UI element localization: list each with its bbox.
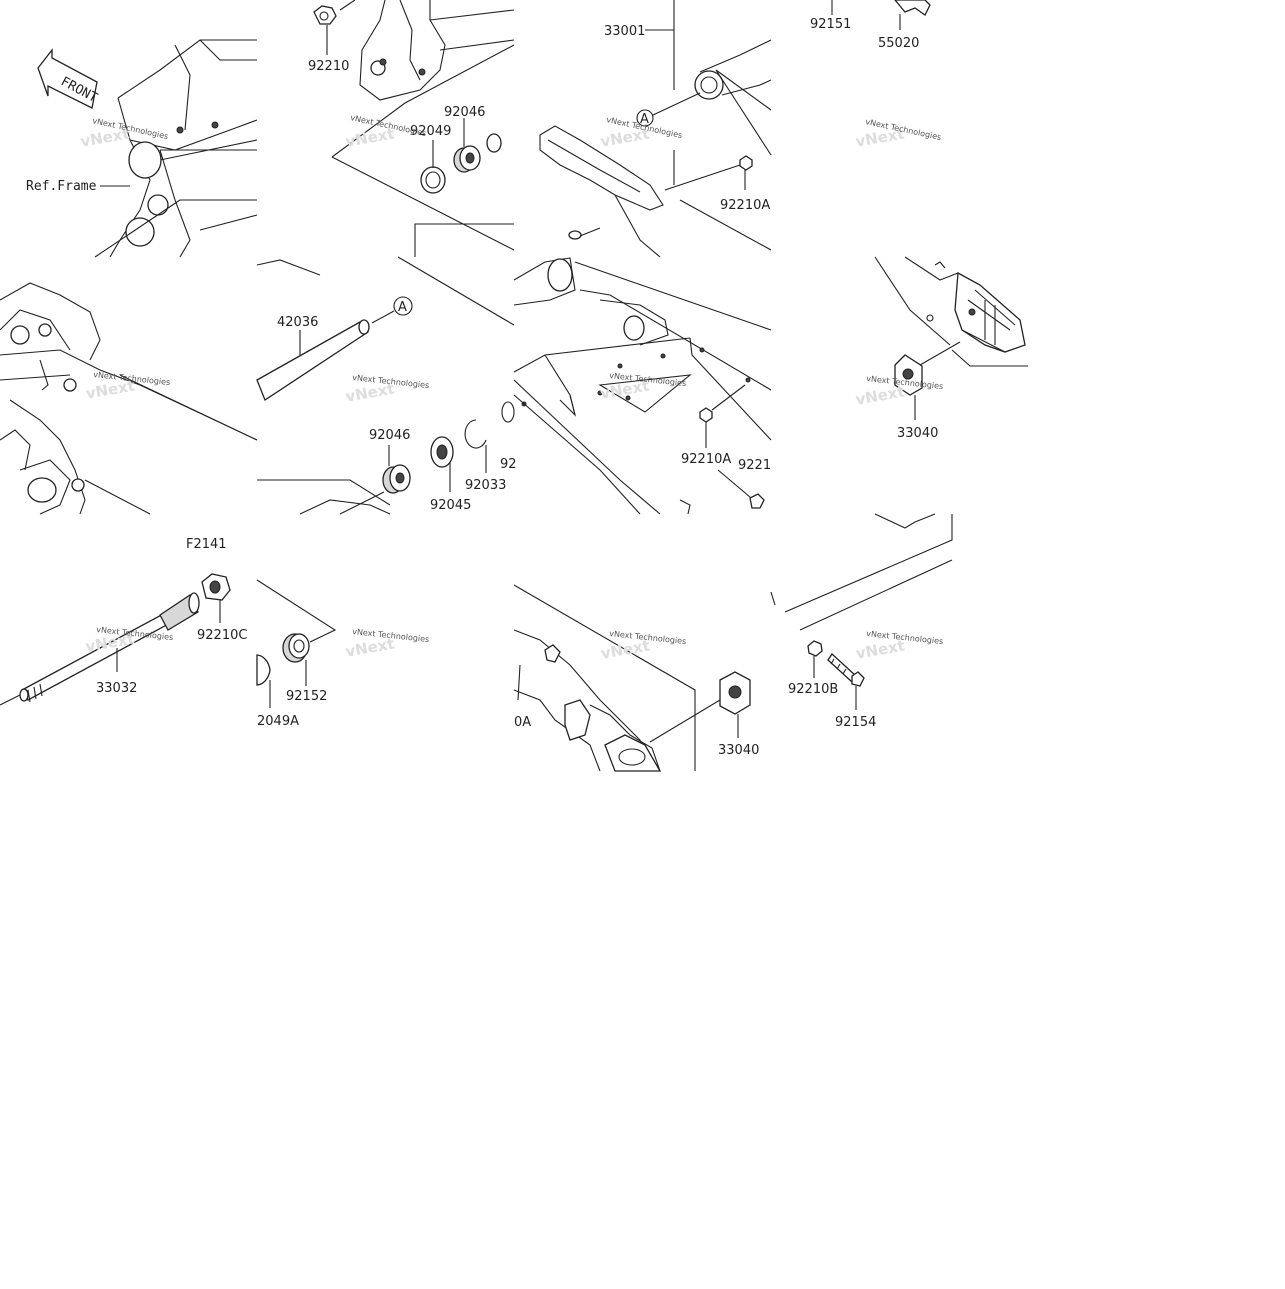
part-label-33032: 33032 [96, 681, 137, 696]
adjuster-33040-right-icon [894, 354, 923, 396]
collar-92152-icon [282, 633, 310, 663]
swingarm-tail [770, 513, 953, 631]
bolt-92154-icon [827, 653, 865, 687]
frame-upper-left [94, 39, 258, 258]
part-label-92-partial: 92 [500, 457, 517, 472]
swingarm-end [513, 629, 662, 772]
svg-text:A: A [640, 112, 649, 127]
bearing-92046-icon [453, 145, 481, 173]
svg-text:vNext: vNext [854, 382, 906, 408]
part-label-42036: 42036 [277, 315, 318, 330]
nut-92210-icon [313, 5, 337, 25]
chain-guard [539, 125, 664, 258]
part-label-92033: 92033 [465, 478, 506, 493]
part-label-92210a-top: 92210A [720, 198, 770, 213]
svg-text:A: A [398, 300, 407, 315]
part-label-92210b: 92210B [788, 682, 838, 697]
front-arrow-icon: FRONT [37, 48, 100, 109]
bracket-55020-icon [894, 0, 931, 16]
part-label-92210a-mid: 92210A [681, 452, 731, 467]
pivot-shaft-33032-icon [19, 592, 200, 703]
bolt-lower-icon [717, 469, 765, 509]
seal-92049-icon [420, 166, 446, 194]
part-label-92046-mid: 92046 [369, 428, 410, 443]
bearing-92046-mid-icon [382, 464, 411, 494]
part-label-92045: 92045 [430, 498, 471, 513]
bearing-92045-icon [430, 436, 454, 468]
callout-a-top: A [636, 92, 701, 127]
part-label-0a-partial: 0A [514, 715, 531, 730]
part-label-9221-partial: 9221 [738, 458, 771, 473]
part-label-92154: 92154 [835, 715, 876, 730]
diagram-code: F2141 [186, 537, 227, 552]
part-label-33040-bottom: 33040 [718, 743, 759, 758]
part-label-92210: 92210 [308, 59, 349, 74]
ref-frame-label: Ref.Frame [26, 179, 97, 194]
bolt-92210a-top-icon [739, 155, 753, 171]
part-label-92152: 92152 [286, 689, 327, 704]
adjuster-33040-bottom-icon [719, 671, 751, 715]
collar-icon [486, 133, 502, 153]
circlip-92033-icon [464, 419, 487, 449]
chain-adjuster-block [874, 256, 1028, 367]
bolt-92210a-mid-icon [699, 384, 746, 423]
part-label-92210c: 92210C [197, 628, 247, 643]
part-label-92049a-partial: 2049A [257, 714, 299, 729]
swingarm-pivot [694, 39, 772, 156]
swingarm-bracket [359, 0, 515, 101]
part-label-55020: 55020 [878, 36, 919, 51]
axle-42036-icon [256, 319, 370, 401]
part-label-92151: 92151 [810, 17, 851, 32]
part-label-33001: 33001 [604, 24, 645, 39]
part-label-92049: 92049 [410, 124, 451, 139]
washer-icon [501, 401, 527, 423]
swingarm-body [513, 257, 772, 515]
part-label-92046-top: 92046 [444, 105, 485, 120]
seal-92049a-icon [256, 654, 271, 686]
nut-92210b-icon [807, 640, 823, 657]
callout-a-mid: A [371, 296, 413, 324]
nut-92210c-icon [201, 573, 231, 601]
screw-icon [568, 227, 601, 240]
part-label-33040-right: 33040 [897, 426, 938, 441]
frame-lower-left [0, 282, 258, 515]
